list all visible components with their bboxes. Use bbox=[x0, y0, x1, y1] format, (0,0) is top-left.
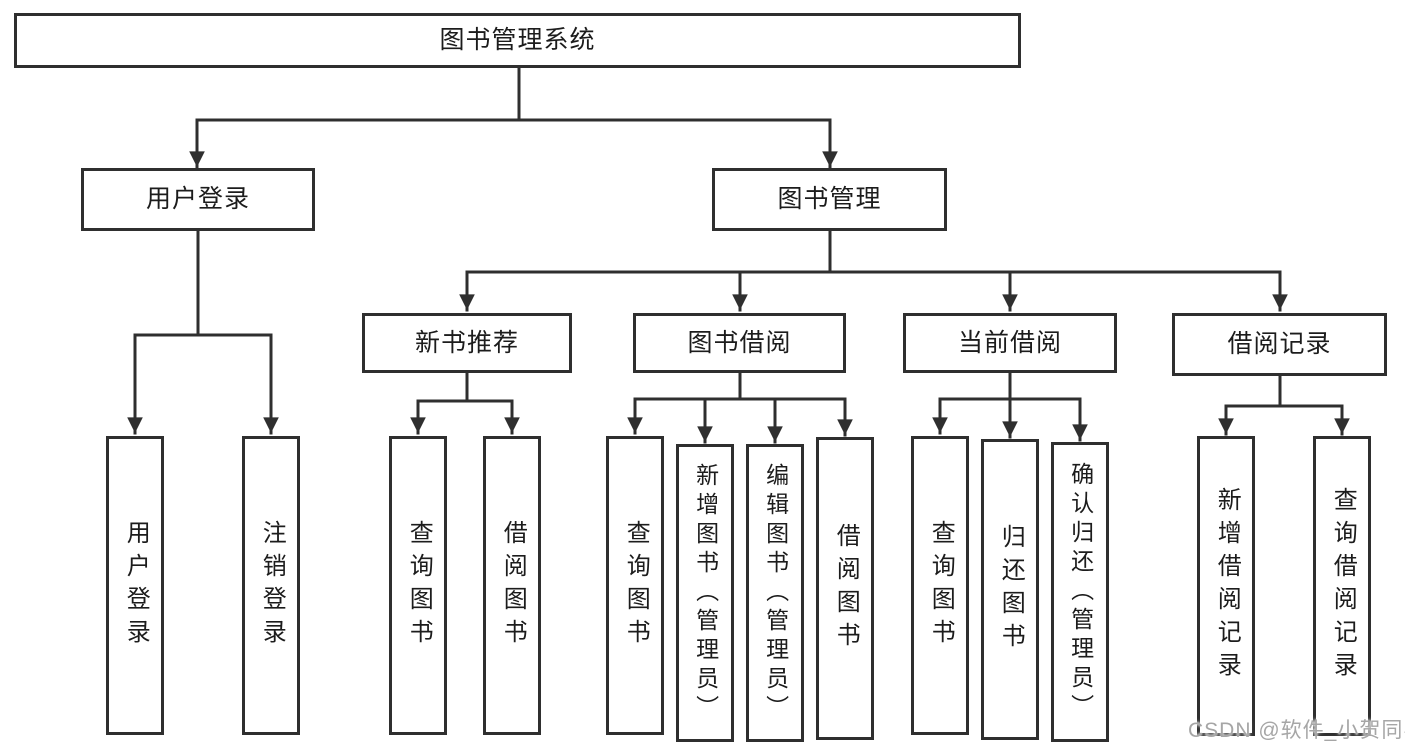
node-book-management: 图书管理 bbox=[712, 168, 947, 231]
node-root: 图书管理系统 bbox=[14, 13, 1021, 68]
node-user-login-label: 用户登录 bbox=[145, 185, 250, 213]
leaf-borrow-books: 借阅图书 bbox=[816, 437, 874, 740]
connector-manage bbox=[459, 229, 1288, 312]
node-root-label: 图书管理系统 bbox=[439, 26, 596, 54]
leaf-recommend-borrow-books: 借阅图书 bbox=[483, 436, 541, 735]
leaf-edit-book-admin: 编辑图书（管理员） bbox=[746, 444, 804, 742]
csdn-watermark: CSDN @软件_小贺同学 bbox=[1188, 719, 1405, 742]
connector-root bbox=[189, 66, 838, 169]
node-borrow-records: 借阅记录 bbox=[1172, 313, 1387, 376]
node-borrow-records-label: 借阅记录 bbox=[1227, 330, 1332, 358]
leaf-query-borrow-record: 查询借阅记录 bbox=[1313, 436, 1371, 736]
leaf-borrow-query-books: 查询图书 bbox=[606, 436, 664, 735]
leaf-user-login: 用户登录 bbox=[106, 436, 164, 735]
node-book-borrow-label: 图书借阅 bbox=[687, 328, 792, 357]
connector-borrow bbox=[627, 371, 853, 444]
connector-records bbox=[1218, 374, 1350, 436]
leaf-return-book: 归还图书 bbox=[981, 439, 1039, 740]
leaf-add-book-admin: 新增图书（管理员） bbox=[676, 444, 734, 742]
connector-login bbox=[127, 229, 279, 435]
leaf-recommend-query-books: 查询图书 bbox=[389, 436, 447, 735]
leaf-logout: 注销登录 bbox=[242, 436, 300, 735]
leaf-add-borrow-record: 新增借阅记录 bbox=[1197, 436, 1255, 736]
node-user-login: 用户登录 bbox=[81, 168, 315, 231]
connector-current bbox=[932, 371, 1088, 442]
leaf-confirm-return-admin: 确认归还（管理员） bbox=[1051, 442, 1109, 742]
node-current-borrow: 当前借阅 bbox=[903, 313, 1117, 373]
node-book-borrow: 图书借阅 bbox=[633, 313, 846, 373]
leaf-current-query-books: 查询图书 bbox=[911, 436, 969, 735]
node-book-management-label: 图书管理 bbox=[777, 185, 882, 213]
node-current-borrow-label: 当前借阅 bbox=[957, 328, 1062, 357]
connector-recommend bbox=[410, 371, 520, 435]
node-new-book-recommend: 新书推荐 bbox=[362, 313, 572, 373]
node-new-book-recommend-label: 新书推荐 bbox=[414, 328, 519, 357]
